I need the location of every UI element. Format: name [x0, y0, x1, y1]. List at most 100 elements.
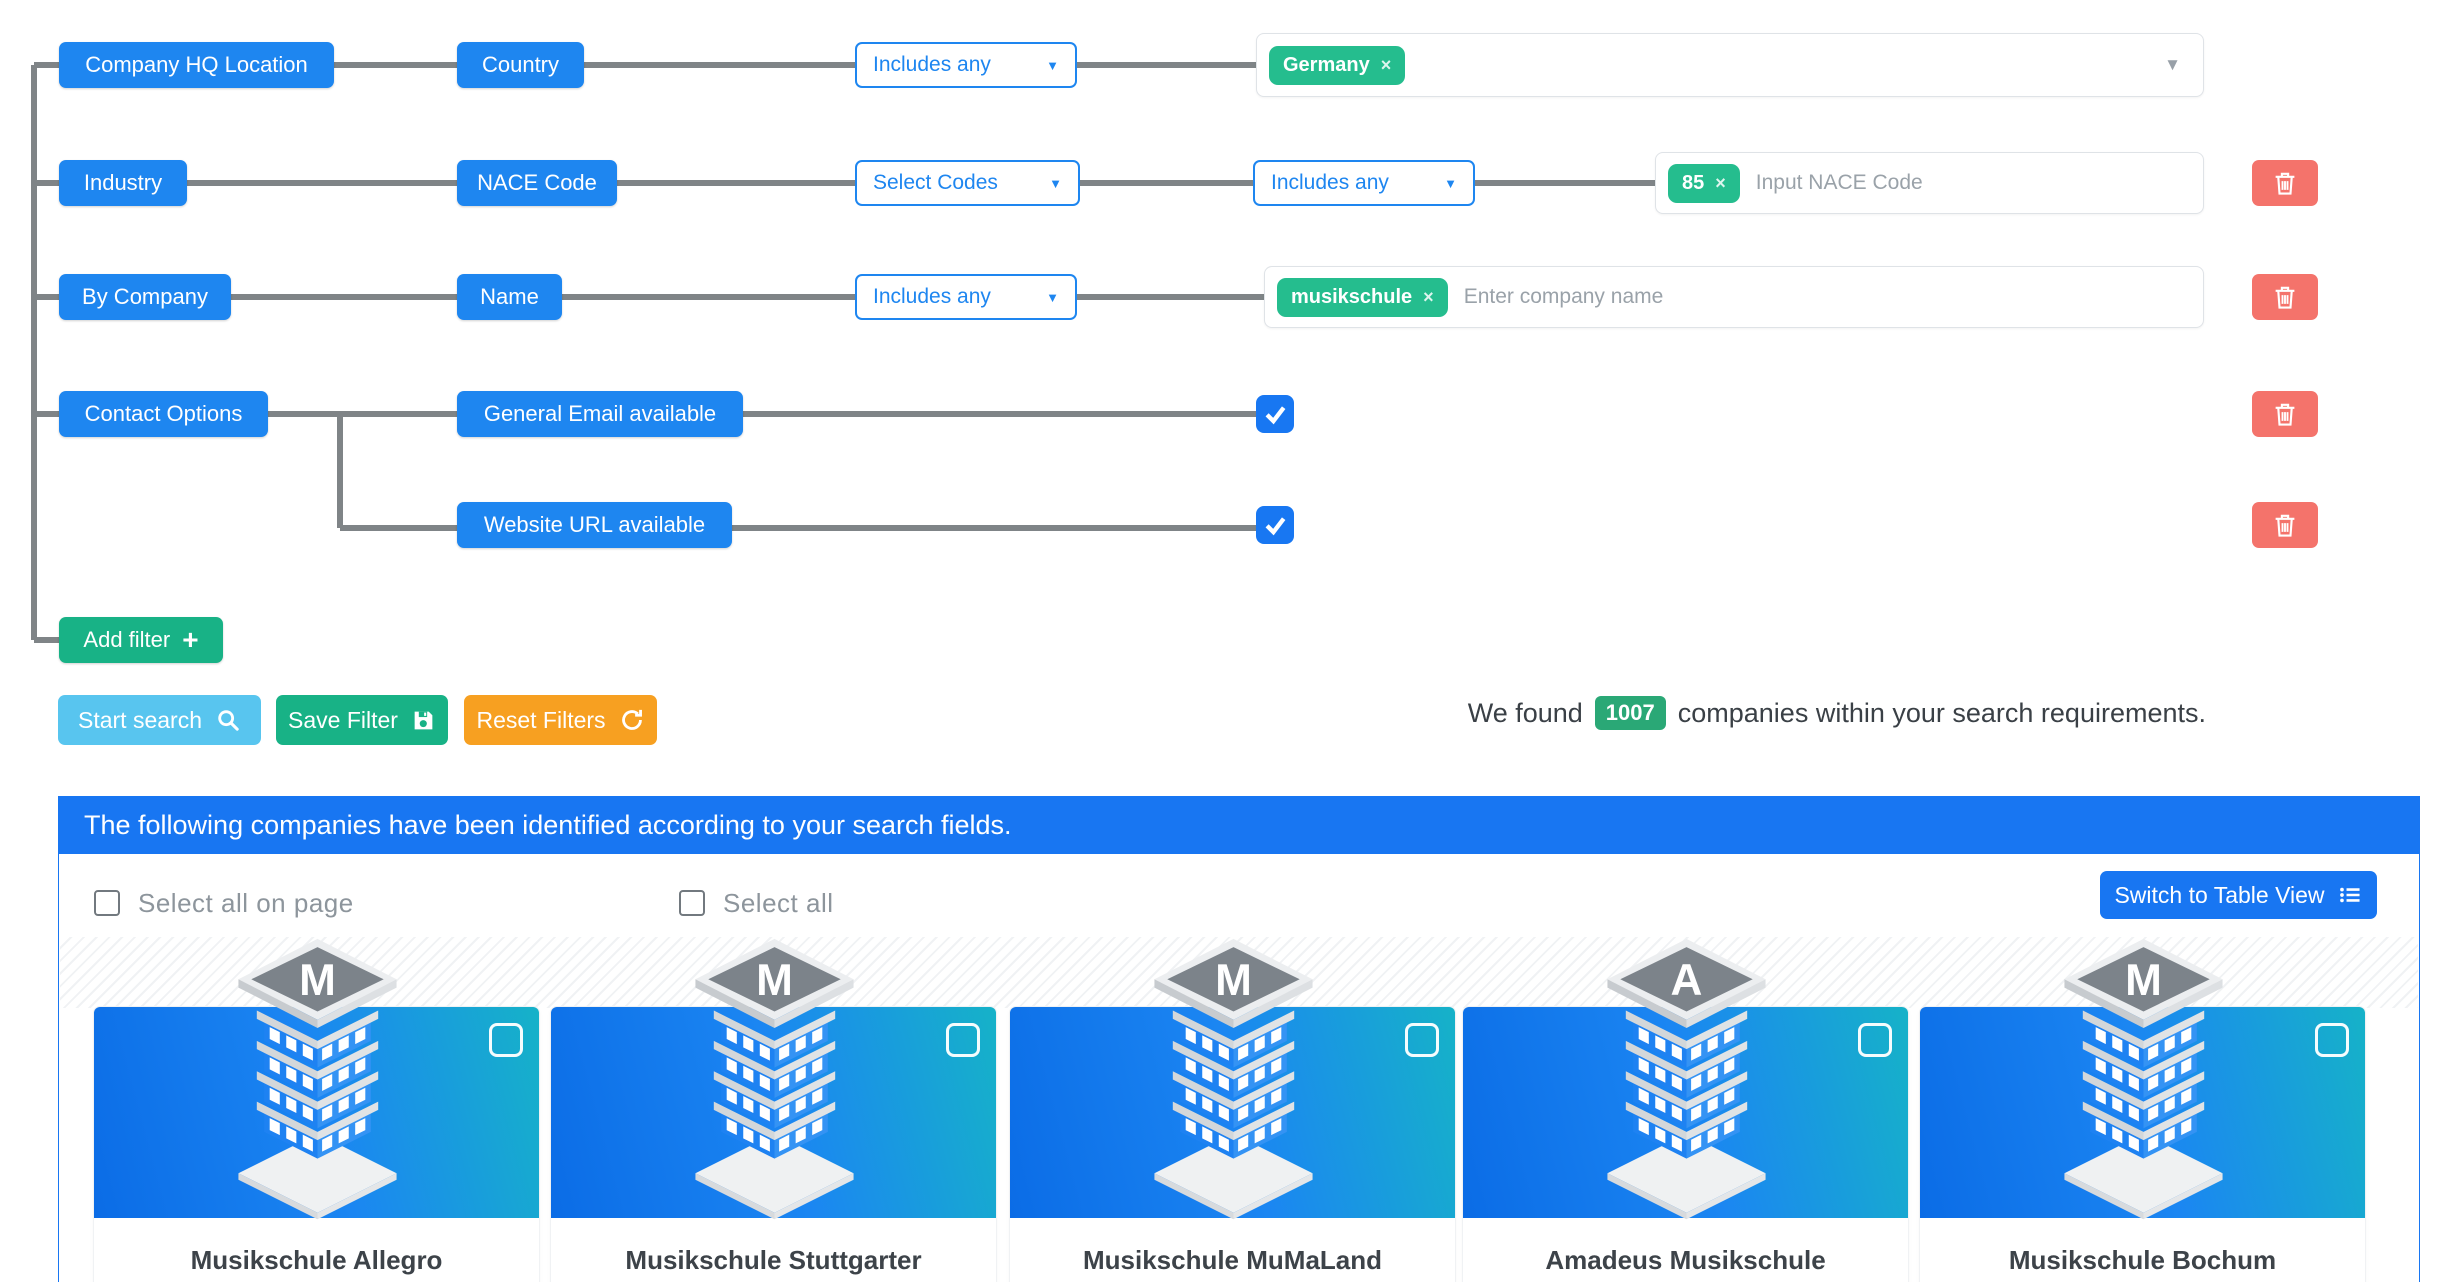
filter-field-country[interactable]: Country	[457, 42, 584, 88]
chevron-down-icon: ▼	[1046, 57, 1059, 73]
search-icon	[218, 710, 239, 731]
delete-website-url-filter-button[interactable]	[2252, 502, 2318, 548]
country-tag-label: Germany	[1283, 53, 1370, 76]
table-view-icon	[2339, 887, 2360, 903]
checkmark-icon	[1265, 406, 1286, 425]
tree-trunk-line	[31, 65, 37, 640]
select-all-on-page-checkbox[interactable]	[94, 890, 120, 916]
building-illustration: A	[1574, 937, 1799, 1222]
add-filter-label: Add filter	[83, 627, 171, 652]
building-icon: A	[1606, 938, 1766, 1220]
company-select-checkbox[interactable]	[2315, 1023, 2349, 1057]
summary-suffix: companies within your search requirement…	[1677, 697, 2206, 728]
select-all-on-page-label: Select all on page	[138, 888, 354, 918]
nace-tag-85: 85 ×	[1668, 163, 1740, 203]
trash-icon	[2275, 403, 2295, 426]
company-card-musikschule-mumaland[interactable]: M Musikschule MuMaLand	[1010, 938, 1455, 1282]
company-card-musikschule-stuttgarter[interactable]: M Musikschule Stuttgarter	[551, 938, 996, 1282]
company-name-input[interactable]: musikschule × Enter company name	[1264, 266, 2204, 328]
chevron-down-icon: ▼	[1049, 175, 1062, 191]
name-tag-label: musikschule	[1291, 285, 1413, 308]
country-operator-value: Includes any	[873, 53, 991, 76]
name-input-placeholder: Enter company name	[1463, 285, 1664, 308]
row2-connector	[34, 180, 1655, 186]
company-select-checkbox[interactable]	[1858, 1023, 1892, 1057]
company-card-musikschule-bochum[interactable]: M Musikschule Bochum	[1920, 938, 2365, 1282]
nace-operator-value: Includes any	[1271, 171, 1389, 194]
row3-connector	[34, 294, 1264, 300]
filter-field-nace-code[interactable]: NACE Code	[457, 160, 617, 206]
nace-code-selector-value: Select Codes	[873, 171, 998, 194]
reset-icon	[621, 709, 642, 730]
delete-general-email-filter-button[interactable]	[2252, 391, 2318, 437]
company-name: Amadeus Musikschule	[1545, 1245, 1826, 1275]
remove-country-tag-icon[interactable]: ×	[1380, 54, 1392, 75]
reset-filters-button[interactable]: Reset Filters	[464, 695, 657, 745]
save-filter-button[interactable]: Save Filter	[276, 695, 448, 745]
website-url-checkbox[interactable]	[1256, 506, 1294, 544]
building-illustration: M	[2031, 937, 2256, 1222]
summary-prefix: We found	[1467, 697, 1583, 728]
building-letter: M	[299, 956, 336, 1005]
select-all-checkbox[interactable]	[679, 890, 705, 916]
country-operator-dropdown[interactable]: Includes any ▼	[855, 42, 1077, 88]
remove-nace-tag-icon[interactable]: ×	[1715, 172, 1726, 193]
filter-field-name[interactable]: Name	[457, 274, 562, 320]
filter-category-by-company[interactable]: By Company	[59, 274, 231, 320]
remove-name-tag-icon[interactable]: ×	[1423, 286, 1434, 307]
switch-to-table-view-label: Switch to Table View	[2114, 881, 2325, 908]
filter-category-contact-options[interactable]: Contact Options	[59, 391, 268, 437]
checkmark-icon	[1265, 517, 1286, 536]
nace-operator-dropdown[interactable]: Includes any ▼	[1253, 160, 1475, 206]
nace-code-selector-dropdown[interactable]: Select Codes ▼	[855, 160, 1080, 206]
switch-to-table-view-button[interactable]: Switch to Table View	[2100, 871, 2377, 919]
filter-option-general-email[interactable]: General Email available	[457, 391, 743, 437]
nace-input-placeholder: Input NACE Code	[1755, 171, 1923, 194]
company-select-checkbox[interactable]	[1405, 1023, 1439, 1057]
delete-industry-filter-button[interactable]	[2252, 160, 2318, 206]
save-filter-label: Save Filter	[288, 706, 398, 733]
filter-category-company-hq-location[interactable]: Company HQ Location	[59, 42, 334, 88]
country-tag-germany: Germany ×	[1269, 45, 1406, 85]
name-tag-musikschule: musikschule ×	[1277, 277, 1448, 317]
results-panel-header: The following companies have been identi…	[58, 796, 2420, 854]
select-caret-icon: ▼	[2164, 55, 2181, 74]
nace-tag-label: 85	[1682, 171, 1705, 194]
building-letter: M	[2125, 956, 2162, 1005]
trash-icon	[2275, 172, 2295, 195]
company-name: Musikschule MuMaLand	[1082, 1245, 1383, 1275]
search-result-summary: We found 1007 companies within your sear…	[1468, 690, 2206, 736]
add-filter-button[interactable]: Add filter +	[59, 617, 223, 663]
building-letter: M	[756, 956, 793, 1005]
building-icon: M	[1153, 938, 1313, 1220]
row5-connector	[340, 525, 1262, 531]
company-name: Musikschule Bochum	[2008, 1245, 2277, 1275]
nace-code-input[interactable]: 85 × Input NACE Code	[1655, 152, 2204, 214]
general-email-checkbox[interactable]	[1256, 395, 1294, 433]
select-all-label: Select all	[723, 888, 834, 918]
building-illustration: M	[1121, 937, 1346, 1222]
add-filter-connector	[34, 637, 64, 643]
company-card-amadeus-musikschule[interactable]: A Amadeus Musikschule	[1463, 938, 1908, 1282]
plus-icon: +	[182, 624, 199, 655]
building-illustration: M	[205, 937, 430, 1222]
filter-category-industry[interactable]: Industry	[59, 160, 187, 206]
name-operator-dropdown[interactable]: Includes any ▼	[855, 274, 1077, 320]
country-select-input[interactable]: Germany × ▼	[1256, 33, 2204, 97]
company-select-checkbox[interactable]	[489, 1023, 523, 1057]
result-count-badge: 1007	[1594, 696, 1666, 730]
filter-option-website-url[interactable]: Website URL available	[457, 502, 732, 548]
start-search-button[interactable]: Start search	[58, 695, 261, 745]
save-icon	[414, 711, 433, 729]
company-card-musikschule-allegro[interactable]: M Musikschule Allegro	[94, 938, 539, 1282]
results-panel-header-text: The following companies have been identi…	[84, 809, 1012, 840]
company-select-checkbox[interactable]	[946, 1023, 980, 1057]
building-icon: M	[694, 938, 854, 1220]
chevron-down-icon: ▼	[1444, 175, 1457, 191]
trash-icon	[2275, 514, 2295, 537]
trash-icon	[2275, 286, 2295, 309]
delete-name-filter-button[interactable]	[2252, 274, 2318, 320]
name-operator-value: Includes any	[873, 285, 991, 308]
company-name: Musikschule Allegro	[190, 1245, 443, 1275]
